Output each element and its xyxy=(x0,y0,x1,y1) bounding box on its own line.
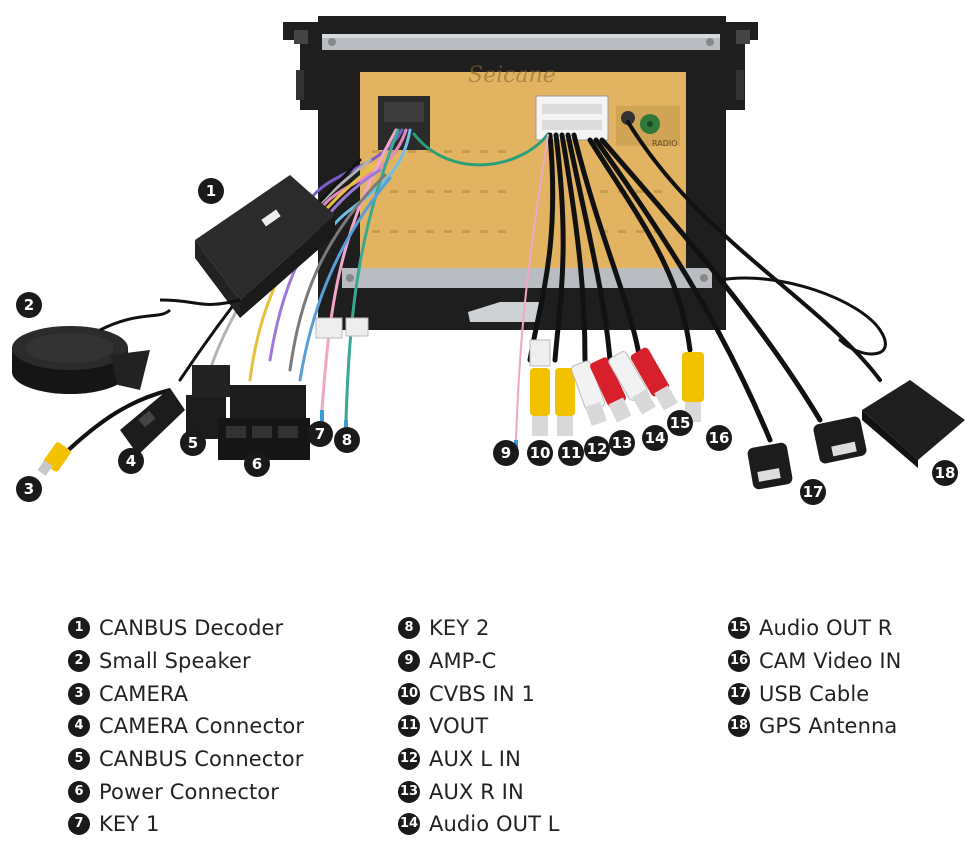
legend-item: 11 VOUT xyxy=(398,710,560,743)
legend-item: 4 CAMERA Connector xyxy=(68,710,304,743)
legend-item: 18 GPS Antenna xyxy=(728,710,901,743)
legend-number: 2 xyxy=(68,650,90,673)
canbus-decoder-box xyxy=(195,175,335,318)
gps-antenna xyxy=(862,380,965,468)
legend-number: 11 xyxy=(398,715,420,738)
rca-plug-cvbs-in-1 xyxy=(530,368,550,436)
legend-item: 10 CVBS IN 1 xyxy=(398,677,560,710)
rca-plug-audio-out-r xyxy=(630,347,678,411)
legend-label: Small Speaker xyxy=(99,649,251,674)
wiring-harness xyxy=(178,120,887,443)
legend-label: CAMERA xyxy=(99,681,189,706)
callout-9: 9 xyxy=(493,440,519,466)
legend-label: AUX R IN xyxy=(429,779,524,804)
callout-4: 4 xyxy=(118,448,144,474)
rca-plug-cam-video-in xyxy=(682,352,704,422)
legend-label: USB Cable xyxy=(759,681,870,706)
usb-cable xyxy=(747,416,867,490)
legend-item: 16 CAM Video IN xyxy=(728,645,901,678)
legend-number: 13 xyxy=(398,780,420,803)
callout-14: 14 xyxy=(642,425,668,451)
legend-label: KEY 2 xyxy=(429,616,490,641)
power-connector xyxy=(218,385,310,460)
callout-18: 18 xyxy=(932,460,958,486)
callout-1: 1 xyxy=(198,178,224,204)
gps-socket-icon xyxy=(621,111,635,125)
legend-number: 9 xyxy=(398,650,420,673)
legend-label: AMP-C xyxy=(429,649,497,674)
legend-label: CAM Video IN xyxy=(759,649,902,674)
legend-item: 14 Audio OUT L xyxy=(398,808,560,841)
callout-8: 8 xyxy=(334,427,360,453)
callout-6: 6 xyxy=(244,451,270,477)
legend-label: AUX L IN xyxy=(429,747,521,772)
small-speaker xyxy=(12,308,172,394)
legend-number: 1 xyxy=(68,617,90,640)
callout-17: 17 xyxy=(800,479,826,505)
legend-item: 17 USB Cable xyxy=(728,677,901,710)
legend-item: 8 KEY 2 xyxy=(398,612,560,645)
legend-item: 1 CANBUS Decoder xyxy=(68,612,304,645)
legend-item: 7 KEY 1 xyxy=(68,808,304,841)
legend-item: 13 AUX R IN xyxy=(398,775,560,808)
legend-column-2: 8 KEY 2 9 AMP-C 10 CVBS IN 1 11 VOUT 12 AUX L… xyxy=(398,612,560,841)
legend-label: Audio OUT L xyxy=(429,812,560,837)
legend-number: 18 xyxy=(728,715,750,738)
callout-2: 2 xyxy=(16,292,42,318)
legend-label: CANBUS Decoder xyxy=(99,616,284,641)
legend-number: 6 xyxy=(68,780,90,803)
legend-label: CVBS IN 1 xyxy=(429,681,535,706)
legend-label: GPS Antenna xyxy=(759,714,898,739)
legend-number: 8 xyxy=(398,617,420,640)
legend-label: Audio OUT R xyxy=(759,616,893,641)
callout-10: 10 xyxy=(527,440,553,466)
legend-label: Power Connector xyxy=(99,779,279,804)
rca-plug-aux-r-in xyxy=(590,357,632,423)
legend-number: 3 xyxy=(68,682,90,705)
legend-label: CANBUS Connector xyxy=(99,747,304,772)
callout-5: 5 xyxy=(180,430,206,456)
legend-column-3: 15 Audio OUT R 16 CAM Video IN 17 USB Cable… xyxy=(728,612,901,743)
legend-number: 7 xyxy=(68,813,90,836)
legend-number: 4 xyxy=(68,715,90,738)
legend-number: 12 xyxy=(398,748,420,771)
callout-13: 13 xyxy=(609,430,635,456)
callout-7: 7 xyxy=(307,421,333,447)
legend-label: CAMERA Connector xyxy=(99,714,305,739)
callout-16: 16 xyxy=(706,425,732,451)
legend-number: 14 xyxy=(398,813,420,836)
legend-number: 5 xyxy=(68,748,90,771)
legend-number: 15 xyxy=(728,617,750,640)
callout-11: 11 xyxy=(558,440,584,466)
rca-plug-vout xyxy=(555,368,575,436)
legend-item: 6 Power Connector xyxy=(68,775,304,808)
legend-item: 12 AUX L IN xyxy=(398,743,560,776)
legend-number: 16 xyxy=(728,650,750,673)
legend-item: 9 AMP-C xyxy=(398,645,560,678)
legend-item: 15 Audio OUT R xyxy=(728,612,901,645)
legend-label: VOUT xyxy=(429,714,489,739)
legend-label: KEY 1 xyxy=(99,812,160,837)
rca-plug-audio-out-l xyxy=(608,351,656,415)
callout-15: 15 xyxy=(667,410,693,436)
callout-12: 12 xyxy=(584,436,610,462)
legend-item: 2 Small Speaker xyxy=(68,645,304,678)
callout-3: 3 xyxy=(16,476,42,502)
legend-column-1: 1 CANBUS Decoder 2 Small Speaker 3 CAMERA 4… xyxy=(68,612,304,841)
brand-watermark: Seicane xyxy=(468,63,556,88)
wiring-photo: Seicane RADIO xyxy=(12,16,965,490)
legend-number: 10 xyxy=(398,682,420,705)
legend-item: 3 CAMERA xyxy=(68,677,304,710)
camera-connector xyxy=(120,388,185,455)
camera-cable xyxy=(37,388,171,476)
radio-label: RADIO xyxy=(652,139,678,148)
legend-item: 5 CANBUS Connector xyxy=(68,743,304,776)
legend-number: 17 xyxy=(728,682,750,705)
head-unit: Seicane RADIO xyxy=(283,16,758,330)
